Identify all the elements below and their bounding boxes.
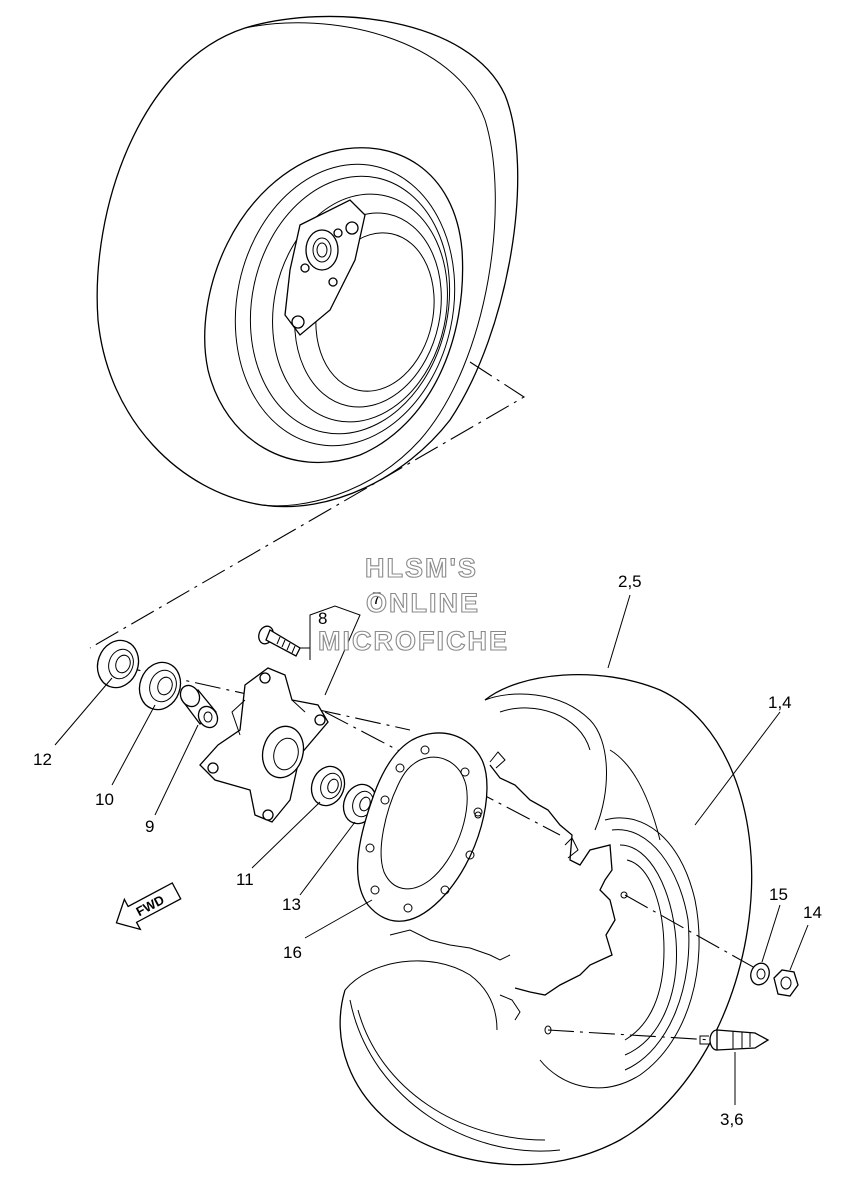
- callout-1-4: 1,4: [768, 693, 792, 712]
- brake-disc-16: [357, 732, 488, 922]
- callout-7: 7: [372, 589, 381, 608]
- bolt-8: [258, 625, 301, 657]
- watermark-line-2: ONLINE: [366, 588, 480, 618]
- tire-sidewall: [204, 147, 464, 464]
- reference-line-valve: [547, 1029, 713, 1041]
- callout-15: 15: [769, 885, 788, 904]
- callout-12: 12: [33, 750, 52, 769]
- bearing-10: [138, 661, 182, 711]
- watermark: HLSM'S ONLINE MICROFICHE: [317, 552, 509, 656]
- reference-line-stud: [624, 894, 756, 969]
- watermark-line-3: MICROFICHE: [318, 626, 509, 656]
- bearing-12: [96, 639, 140, 689]
- tire-outer: [96, 15, 519, 508]
- tire-shoulder: [244, 22, 496, 507]
- assembled-wheel: [96, 15, 519, 508]
- valve-3-6: [699, 1029, 770, 1051]
- hub-7: [199, 667, 329, 823]
- rim-ring-2: [249, 175, 451, 435]
- fwd-direction-arrow: FWD: [115, 882, 182, 931]
- callout-9: 9: [145, 817, 154, 836]
- callout-2-5: 2,5: [618, 572, 642, 591]
- collar-9: [179, 684, 219, 729]
- callout-14: 14: [803, 903, 822, 922]
- rim-1-4: [389, 751, 700, 1089]
- rim-ring-3: [272, 193, 448, 423]
- callout-8: 8: [318, 609, 327, 628]
- rim-ring-1: [234, 163, 456, 447]
- nut-14: [773, 969, 799, 997]
- washer-15: [750, 962, 770, 986]
- watermark-line-1: HLSM'S: [365, 553, 478, 583]
- assembled-hub: [284, 199, 366, 336]
- callout-3-6: 3,6: [720, 1110, 744, 1129]
- bearing-11: [310, 765, 346, 807]
- fwd-arrow-shape: [115, 882, 182, 931]
- callout-13: 13: [282, 895, 301, 914]
- callout-11: 11: [236, 870, 254, 889]
- callout-16: 16: [283, 943, 302, 962]
- reference-line-top: [89, 361, 526, 649]
- callout-10: 10: [95, 790, 114, 809]
- leader-lines: [54, 594, 809, 1105]
- callout-labels: 2,5 1,4 7 8 12 10 9 11 13 16 15 14 3,6: [33, 572, 822, 1129]
